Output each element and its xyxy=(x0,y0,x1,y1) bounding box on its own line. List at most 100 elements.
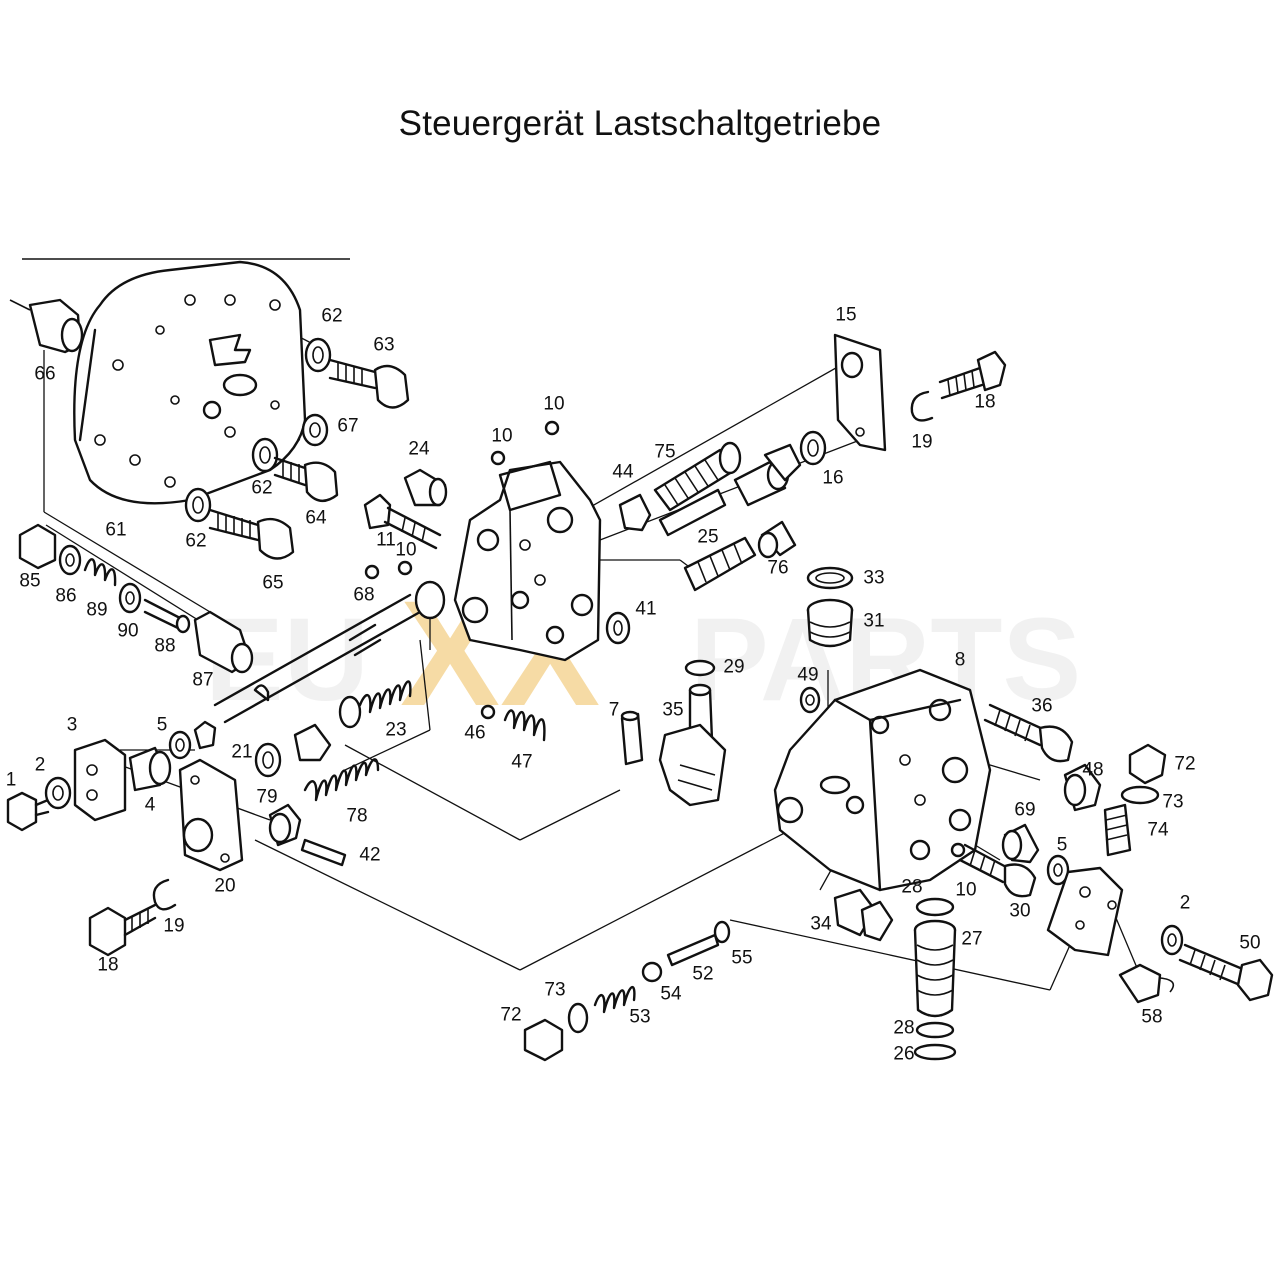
callout-label: 10 xyxy=(491,426,512,447)
part-ring-73-bottom xyxy=(567,1002,589,1034)
callout-label: 10 xyxy=(395,540,416,561)
part-ring-29 xyxy=(684,659,716,677)
callout-label: 90 xyxy=(117,621,138,642)
part-washer-62-top xyxy=(304,337,332,373)
callout-label: 52 xyxy=(692,964,713,985)
part-washer-5-left xyxy=(168,730,192,760)
part-ball-10-right xyxy=(950,842,966,858)
callout-label: 54 xyxy=(660,984,682,1005)
part-valve-block xyxy=(1046,866,1124,957)
part-washer-86 xyxy=(58,544,82,576)
callout-label: 89 xyxy=(86,600,107,621)
callout-label: 7 xyxy=(609,700,620,721)
part-washer-62-low xyxy=(184,487,212,523)
part-sleeve-76 xyxy=(757,520,797,559)
part-spring-47 xyxy=(503,709,546,742)
callout-label: 19 xyxy=(911,432,932,453)
callout-label: 36 xyxy=(1031,696,1052,717)
callout-label: 75 xyxy=(654,442,675,463)
part-spring-23 xyxy=(358,680,412,714)
part-screw-36 xyxy=(983,703,1074,763)
part-plug-85 xyxy=(18,523,57,570)
part-fitting-24 xyxy=(403,468,448,507)
callout-label: 3 xyxy=(67,715,78,736)
part-valve-31 xyxy=(806,598,854,648)
callout-label: 18 xyxy=(97,955,118,976)
part-washer-2-right xyxy=(1160,924,1184,956)
part-washer-90 xyxy=(118,582,142,614)
callout-label: 34 xyxy=(810,914,832,935)
callout-label: 4 xyxy=(145,795,156,816)
part-spring-53 xyxy=(593,985,636,1014)
part-washer-2-left xyxy=(44,776,72,810)
callout-label: 49 xyxy=(797,665,818,686)
callout-label: 64 xyxy=(305,508,327,529)
callout-label: 8 xyxy=(955,650,966,671)
callout-label: 47 xyxy=(511,752,532,773)
callout-label: 79 xyxy=(256,787,277,808)
callout-label: 10 xyxy=(543,394,564,415)
part-pin-52 xyxy=(666,933,720,967)
part-cover-plate-61 xyxy=(73,260,307,505)
part-plug-right xyxy=(763,443,802,482)
callout-label: 24 xyxy=(408,439,430,460)
part-ball-54 xyxy=(641,961,663,983)
callout-label: 63 xyxy=(373,335,394,356)
part-spring-washer-19-right xyxy=(910,390,934,422)
callout-label: 66 xyxy=(34,364,55,385)
callout-label: 69 xyxy=(1014,800,1035,821)
part-plug-69 xyxy=(1001,823,1040,864)
callout-label: 21 xyxy=(231,742,252,763)
part-pin-42 xyxy=(300,838,347,867)
part-bolt-50 xyxy=(1178,943,1274,1002)
part-plug-58 xyxy=(1118,963,1175,1004)
callout-label: 35 xyxy=(662,700,683,721)
callout-label: 65 xyxy=(262,573,283,594)
part-ball-46 xyxy=(480,704,496,720)
part-bolt-11 xyxy=(363,493,442,550)
part-sleeve-79 xyxy=(268,803,302,847)
callout-label: 15 xyxy=(835,305,856,326)
part-pin-88 xyxy=(143,598,191,634)
part-flange-3 xyxy=(73,738,127,822)
part-bracket-15 xyxy=(833,333,887,452)
callout-label: 72 xyxy=(500,1005,521,1026)
callout-label: 5 xyxy=(1057,835,1068,856)
callout-label: 85 xyxy=(19,571,40,592)
callout-label: 16 xyxy=(822,468,843,489)
callout-label: 31 xyxy=(863,611,884,632)
part-valve-27 xyxy=(913,919,957,1018)
callout-label: 2 xyxy=(1180,893,1191,914)
part-ring-28-bottom xyxy=(915,1021,955,1039)
callout-label: 42 xyxy=(359,845,380,866)
callout-label: 25 xyxy=(697,527,718,548)
callout-label: 68 xyxy=(353,585,374,606)
part-washer-49 xyxy=(799,686,821,714)
part-ball-10-second xyxy=(490,450,506,466)
callout-label: 55 xyxy=(731,948,752,969)
part-ball-10-top xyxy=(544,420,560,436)
callout-label: 44 xyxy=(612,462,634,483)
callout-label: 88 xyxy=(154,636,175,657)
part-ring-73-right xyxy=(1120,785,1160,805)
callout-label: 72 xyxy=(1174,754,1195,775)
callout-label: 2 xyxy=(35,755,46,776)
callout-label: 33 xyxy=(863,568,884,589)
part-control-shaft xyxy=(213,580,446,724)
callout-label: 62 xyxy=(251,478,272,499)
part-washer-67 xyxy=(301,413,329,447)
part-spool-assembly xyxy=(193,695,362,762)
part-ball-10-left xyxy=(397,560,413,576)
part-spring-cone xyxy=(683,536,757,592)
callout-label: 87 xyxy=(192,670,213,691)
callout-label: 11 xyxy=(376,530,396,551)
callout-label: 76 xyxy=(767,558,788,579)
part-bolt-18-right xyxy=(938,350,1007,400)
part-spring-89 xyxy=(83,558,117,587)
part-valve-4 xyxy=(128,746,172,792)
part-cover-20 xyxy=(178,758,244,872)
part-ring-26 xyxy=(913,1043,957,1061)
callout-labels: 1 2 3 4 5 7 8 10 10 10 10 11 15 16 18 18… xyxy=(6,305,1261,1065)
callout-label: 48 xyxy=(1082,760,1103,781)
callout-label: 30 xyxy=(1009,901,1030,922)
